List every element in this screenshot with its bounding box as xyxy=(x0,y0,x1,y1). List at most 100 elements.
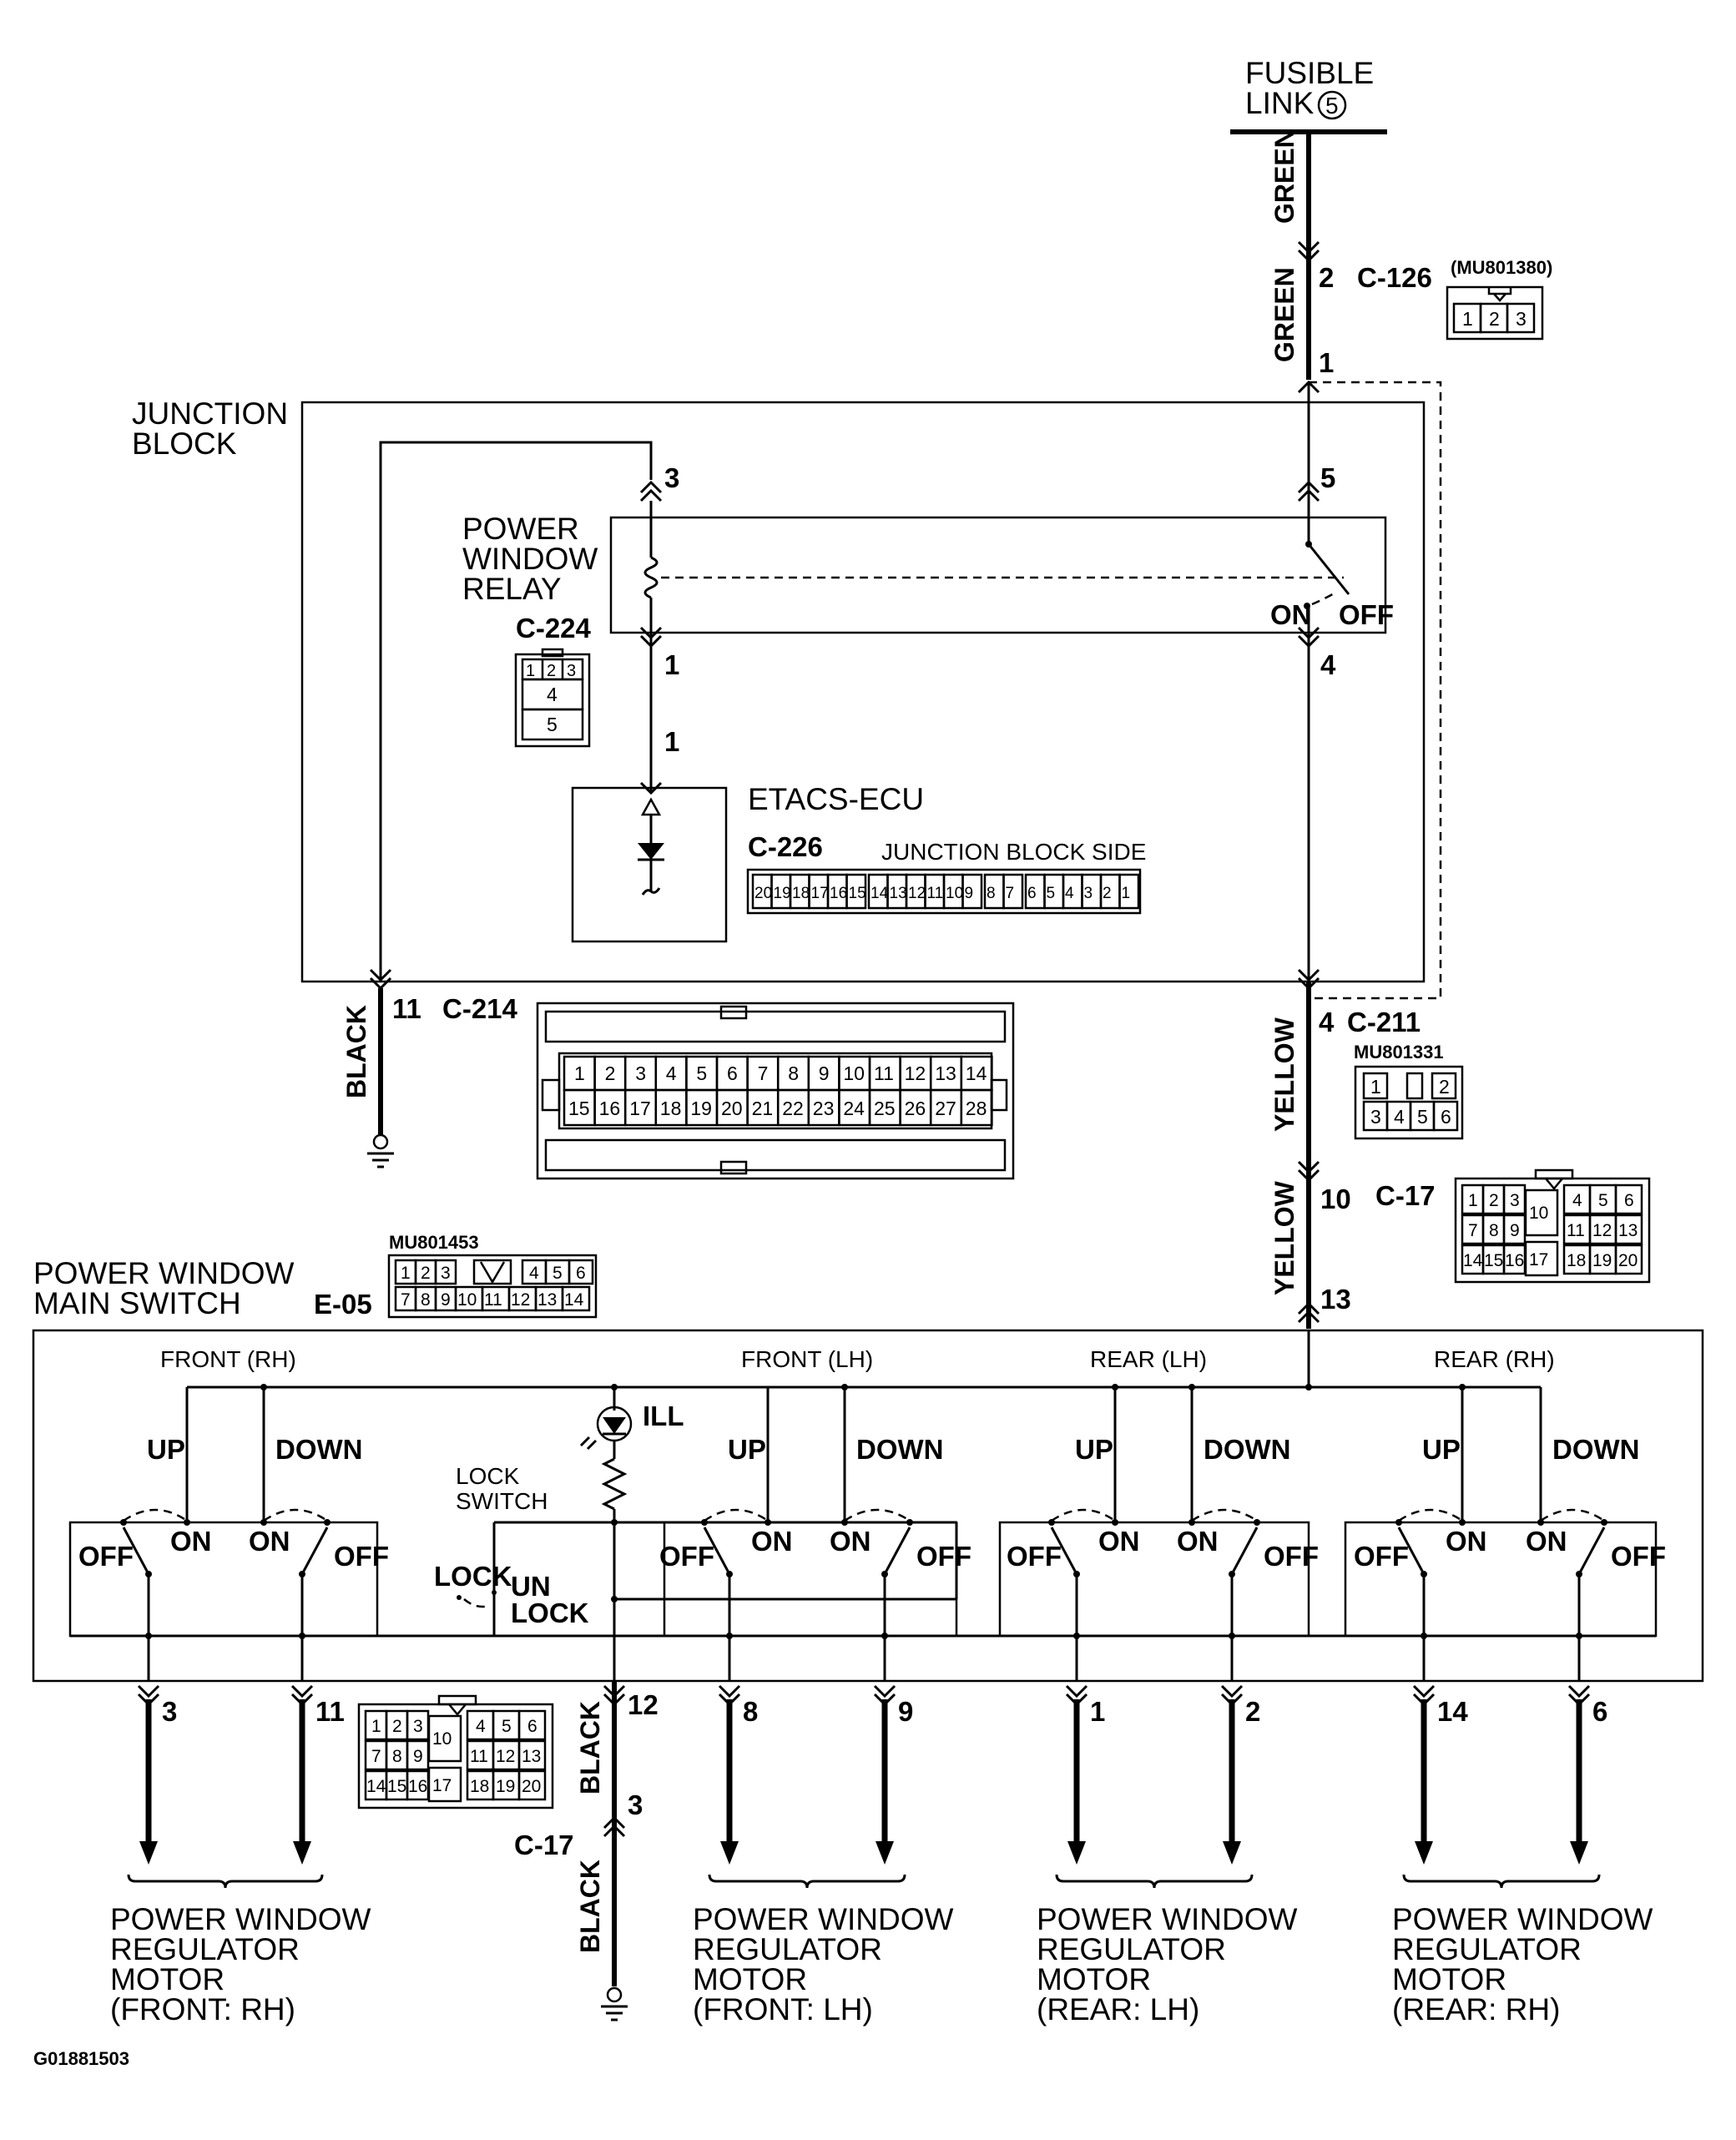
c226-cell-label: 7 xyxy=(1006,885,1015,902)
ground-icon-lower xyxy=(606,1986,623,2003)
c17-cell-label: 16 xyxy=(1505,1251,1524,1270)
on-label: ON xyxy=(751,1526,793,1557)
section-title-front-rh: FRONT (RH) xyxy=(160,1346,296,1372)
c214-cell-label: 3 xyxy=(635,1062,646,1084)
wire-color-black-lower: BLACK xyxy=(575,1701,605,1794)
c17-cell-label: 4 xyxy=(476,1717,486,1736)
un-label: UN xyxy=(511,1571,551,1602)
e05-cell-label: 2 xyxy=(421,1264,431,1283)
c226-id: C-226 xyxy=(748,831,823,862)
c126-face: 1 2 3 xyxy=(1446,285,1544,341)
switch-box xyxy=(68,1521,379,1638)
c214-cell-label: 26 xyxy=(905,1098,926,1119)
ecu-input-arrow xyxy=(640,797,662,816)
relay-pin3-mark xyxy=(639,480,663,502)
on-label: ON xyxy=(249,1526,290,1557)
c17-cell-label: 13 xyxy=(522,1747,541,1766)
c214-cell-label: 21 xyxy=(752,1098,774,1119)
c17-pin-top: 10 xyxy=(1320,1184,1351,1214)
wire-color-black-lower-2: BLACK xyxy=(575,1860,605,1953)
c17-cell-label: 4 xyxy=(1572,1191,1582,1210)
off-label: OFF xyxy=(1611,1541,1666,1572)
c211-id: C-211 xyxy=(1347,1007,1421,1037)
c17-cell-label: 3 xyxy=(1510,1191,1520,1210)
c17-id: C-17 xyxy=(1375,1180,1436,1211)
up-switch-arm xyxy=(1397,1527,1426,1575)
c226-cell-label: 19 xyxy=(774,885,791,902)
e05-part: MU801453 xyxy=(389,1232,479,1253)
motor-arrow-icon xyxy=(720,1841,739,1865)
switch-box xyxy=(1344,1521,1658,1638)
c126-id: C-126 xyxy=(1357,262,1432,293)
section-title-front-lh: FRONT (LH) xyxy=(741,1346,873,1372)
motor-label: (REAR: LH) xyxy=(1037,1992,1199,2026)
fusible-link-number-circle xyxy=(1317,90,1347,120)
unlock-label: LOCK xyxy=(511,1597,589,1628)
c17-cell-label: 14 xyxy=(1463,1251,1483,1270)
switch-box xyxy=(998,1521,1310,1638)
c224-cell: 3 xyxy=(567,662,576,680)
e05-cell-label: 4 xyxy=(529,1264,539,1283)
motor-pin: 14 xyxy=(1437,1696,1468,1727)
c214-cell-label: 6 xyxy=(727,1062,738,1084)
relay-pin5-mark xyxy=(1297,480,1320,502)
motor-label: POWER WINDOW xyxy=(693,1902,953,1936)
power-window-relay-box xyxy=(609,516,1387,634)
ecu-diode-icon xyxy=(638,843,664,860)
c17-pin-bottom: 13 xyxy=(1320,1284,1351,1315)
motor-label: (REAR: RH) xyxy=(1392,1992,1560,2026)
c226-cell xyxy=(1002,873,1024,910)
motor-label: REGULATOR xyxy=(1392,1932,1582,1966)
motor-label: REGULATOR xyxy=(110,1932,300,1966)
e05-cell-label: 13 xyxy=(537,1290,557,1310)
motor-brace xyxy=(1055,1874,1254,1889)
c226-cell-label: 13 xyxy=(890,885,907,902)
c17-cell-label: 6 xyxy=(527,1717,537,1736)
c226-cell-label: 1 xyxy=(1122,885,1131,902)
ill-resistor-icon xyxy=(601,1457,628,1511)
e05-cell-label: 5 xyxy=(553,1264,563,1283)
e05-cell-label: 14 xyxy=(564,1290,584,1310)
c214-cell-label: 8 xyxy=(788,1062,799,1084)
down-label: DOWN xyxy=(275,1434,362,1465)
relay-coil-feed xyxy=(379,441,653,982)
off-label: OFF xyxy=(1007,1541,1062,1572)
ecu-name: ETACS-ECU xyxy=(748,782,924,816)
c17-cell-label: 10 xyxy=(432,1729,452,1749)
on-label: ON xyxy=(1446,1526,1487,1557)
c214-cell-label: 13 xyxy=(935,1062,956,1084)
c224-cell: 2 xyxy=(547,662,556,680)
e05-cell-label: 12 xyxy=(511,1290,530,1310)
c214-cell-label: 7 xyxy=(758,1062,769,1084)
c214-cell-label: 19 xyxy=(690,1098,712,1119)
relay-pin5: 5 xyxy=(1320,462,1335,493)
e05-cell-label: 10 xyxy=(457,1290,477,1310)
up-label: UP xyxy=(1422,1434,1461,1465)
motor-pin: 2 xyxy=(1245,1696,1260,1727)
motor-labels: POWER WINDOW REGULATOR MOTOR (FRONT: RH)… xyxy=(110,1902,1653,2026)
c17-cell-label: 5 xyxy=(502,1717,512,1736)
c226-cell-label: 15 xyxy=(849,885,866,902)
c214-cell-label: 28 xyxy=(966,1098,987,1119)
c17-cell-label: 17 xyxy=(432,1776,452,1795)
etacs-ecu-box xyxy=(571,786,728,943)
c224-id: C-224 xyxy=(516,613,592,644)
motor-pin: 1 xyxy=(1090,1696,1105,1727)
motor-pin: 11 xyxy=(315,1696,345,1727)
c17-cell-label: 8 xyxy=(1489,1221,1499,1240)
down-switch-arm xyxy=(1230,1527,1259,1575)
motor-brace xyxy=(708,1874,906,1889)
c226-cell-label: 14 xyxy=(871,885,889,902)
motor-label: MOTOR xyxy=(1037,1962,1151,1996)
c17-cell-label: 14 xyxy=(366,1777,386,1796)
e05-cell-label: 9 xyxy=(441,1290,451,1310)
main-switch-label-2: MAIN SWITCH xyxy=(33,1286,241,1320)
ill-label: ILL xyxy=(643,1401,684,1431)
c214-cell-label: 5 xyxy=(696,1062,707,1084)
c17-cell-label: 10 xyxy=(1529,1204,1548,1223)
c214-cell-label: 2 xyxy=(605,1062,616,1084)
c17-cell-label: 12 xyxy=(496,1747,515,1766)
